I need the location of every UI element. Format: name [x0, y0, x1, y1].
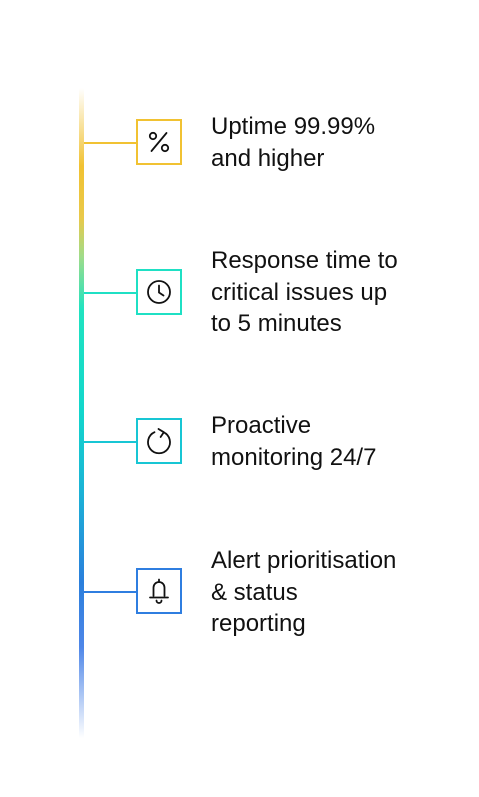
clock-icon — [147, 280, 171, 304]
icon-frame — [136, 568, 182, 614]
percent-icon — [148, 131, 170, 153]
refresh-icon — [147, 428, 171, 455]
icon-frame — [136, 119, 182, 165]
connector-line — [84, 591, 136, 593]
bell-icon — [149, 578, 169, 604]
feature-label: Alert prioritisation & status reporting — [211, 547, 397, 637]
icon-frame — [136, 418, 182, 464]
connector-line — [84, 441, 136, 443]
icon-frame — [136, 269, 182, 315]
feature-label: Proactive monitoring 24/7 — [211, 412, 377, 471]
timeline-rail — [79, 88, 84, 738]
connector-line — [84, 142, 136, 144]
feature-label: Response time to critical issues up to 5… — [211, 247, 398, 337]
feature-label: Uptime 99.99% and higher — [211, 113, 376, 172]
connector-line — [84, 292, 136, 294]
